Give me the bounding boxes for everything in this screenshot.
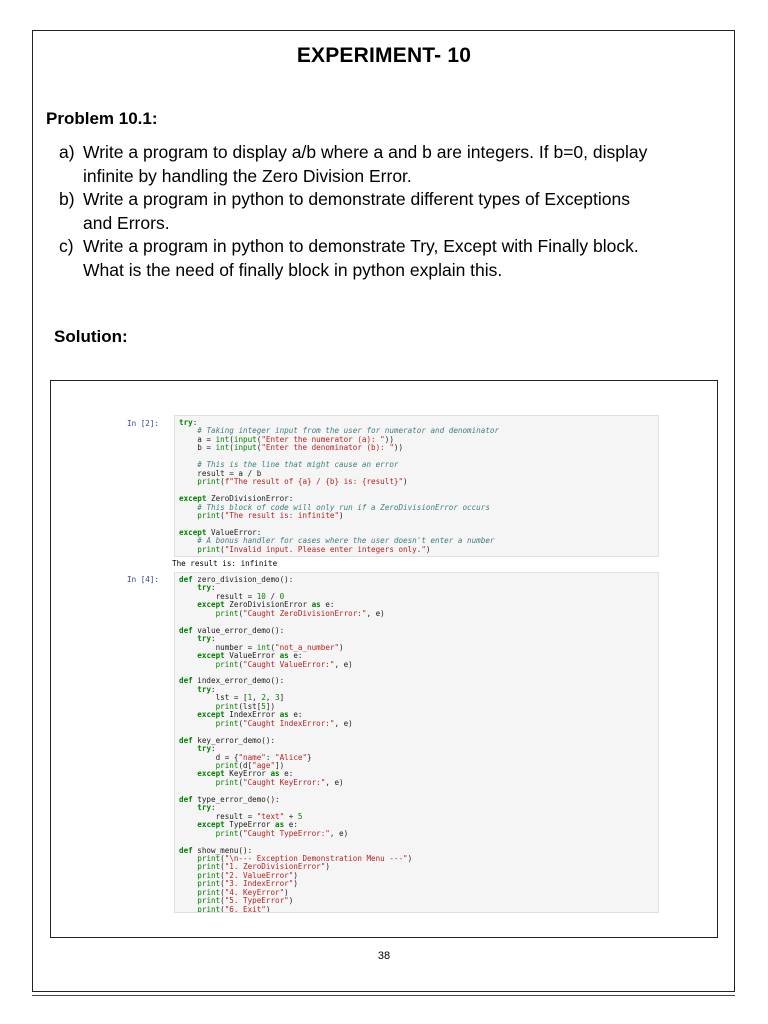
question-line: Write a program to display a/b where a a… (83, 142, 648, 162)
question-letter: b) (59, 189, 75, 209)
question-text: Write a program to display a/b where a a… (83, 141, 729, 188)
problem-heading: Problem 10.1: (46, 109, 158, 128)
question-text: Write a program in python to demonstrate… (83, 235, 729, 282)
question-text: Write a program in python to demonstrate… (83, 188, 729, 235)
page-border (32, 30, 735, 992)
question-line: Write a program in python to demonstrate… (83, 236, 639, 256)
page-border-double-line (32, 995, 735, 996)
code-cell: try: # Taking integer input from the use… (174, 415, 659, 557)
page-title: EXPERIMENT- 10 (296, 44, 472, 67)
solution-heading: Solution: (54, 327, 128, 346)
cell-prompt: In [2]: (127, 419, 160, 428)
question-line: Write a program in python to demonstrate… (83, 189, 631, 209)
question-item: c) Write a program in python to demonstr… (59, 235, 729, 282)
code-cell: def zero_division_demo(): try: result = … (174, 572, 659, 913)
question-line: infinite by handling the Zero Division E… (83, 165, 412, 186)
code-block: try: # Taking integer input from the use… (179, 418, 500, 554)
notebook-screenshot: In [2]: try: # Taking integer input from… (50, 380, 718, 938)
question-line: What is the need of finally block in pyt… (83, 259, 503, 280)
page-number: 38 (377, 950, 391, 962)
question-list: a) Write a program to display a/b where … (59, 141, 729, 282)
question-letter: c) (59, 236, 74, 256)
question-item: a) Write a program to display a/b where … (59, 141, 729, 188)
cell-prompt: In [4]: (127, 575, 160, 584)
question-line: and Errors. (83, 212, 170, 233)
code-block: def zero_division_demo(): try: result = … (179, 575, 413, 913)
question-item: b) Write a program in python to demonstr… (59, 188, 729, 235)
question-letter: a) (59, 142, 75, 162)
cell-output: The result is: infinite (172, 559, 278, 568)
